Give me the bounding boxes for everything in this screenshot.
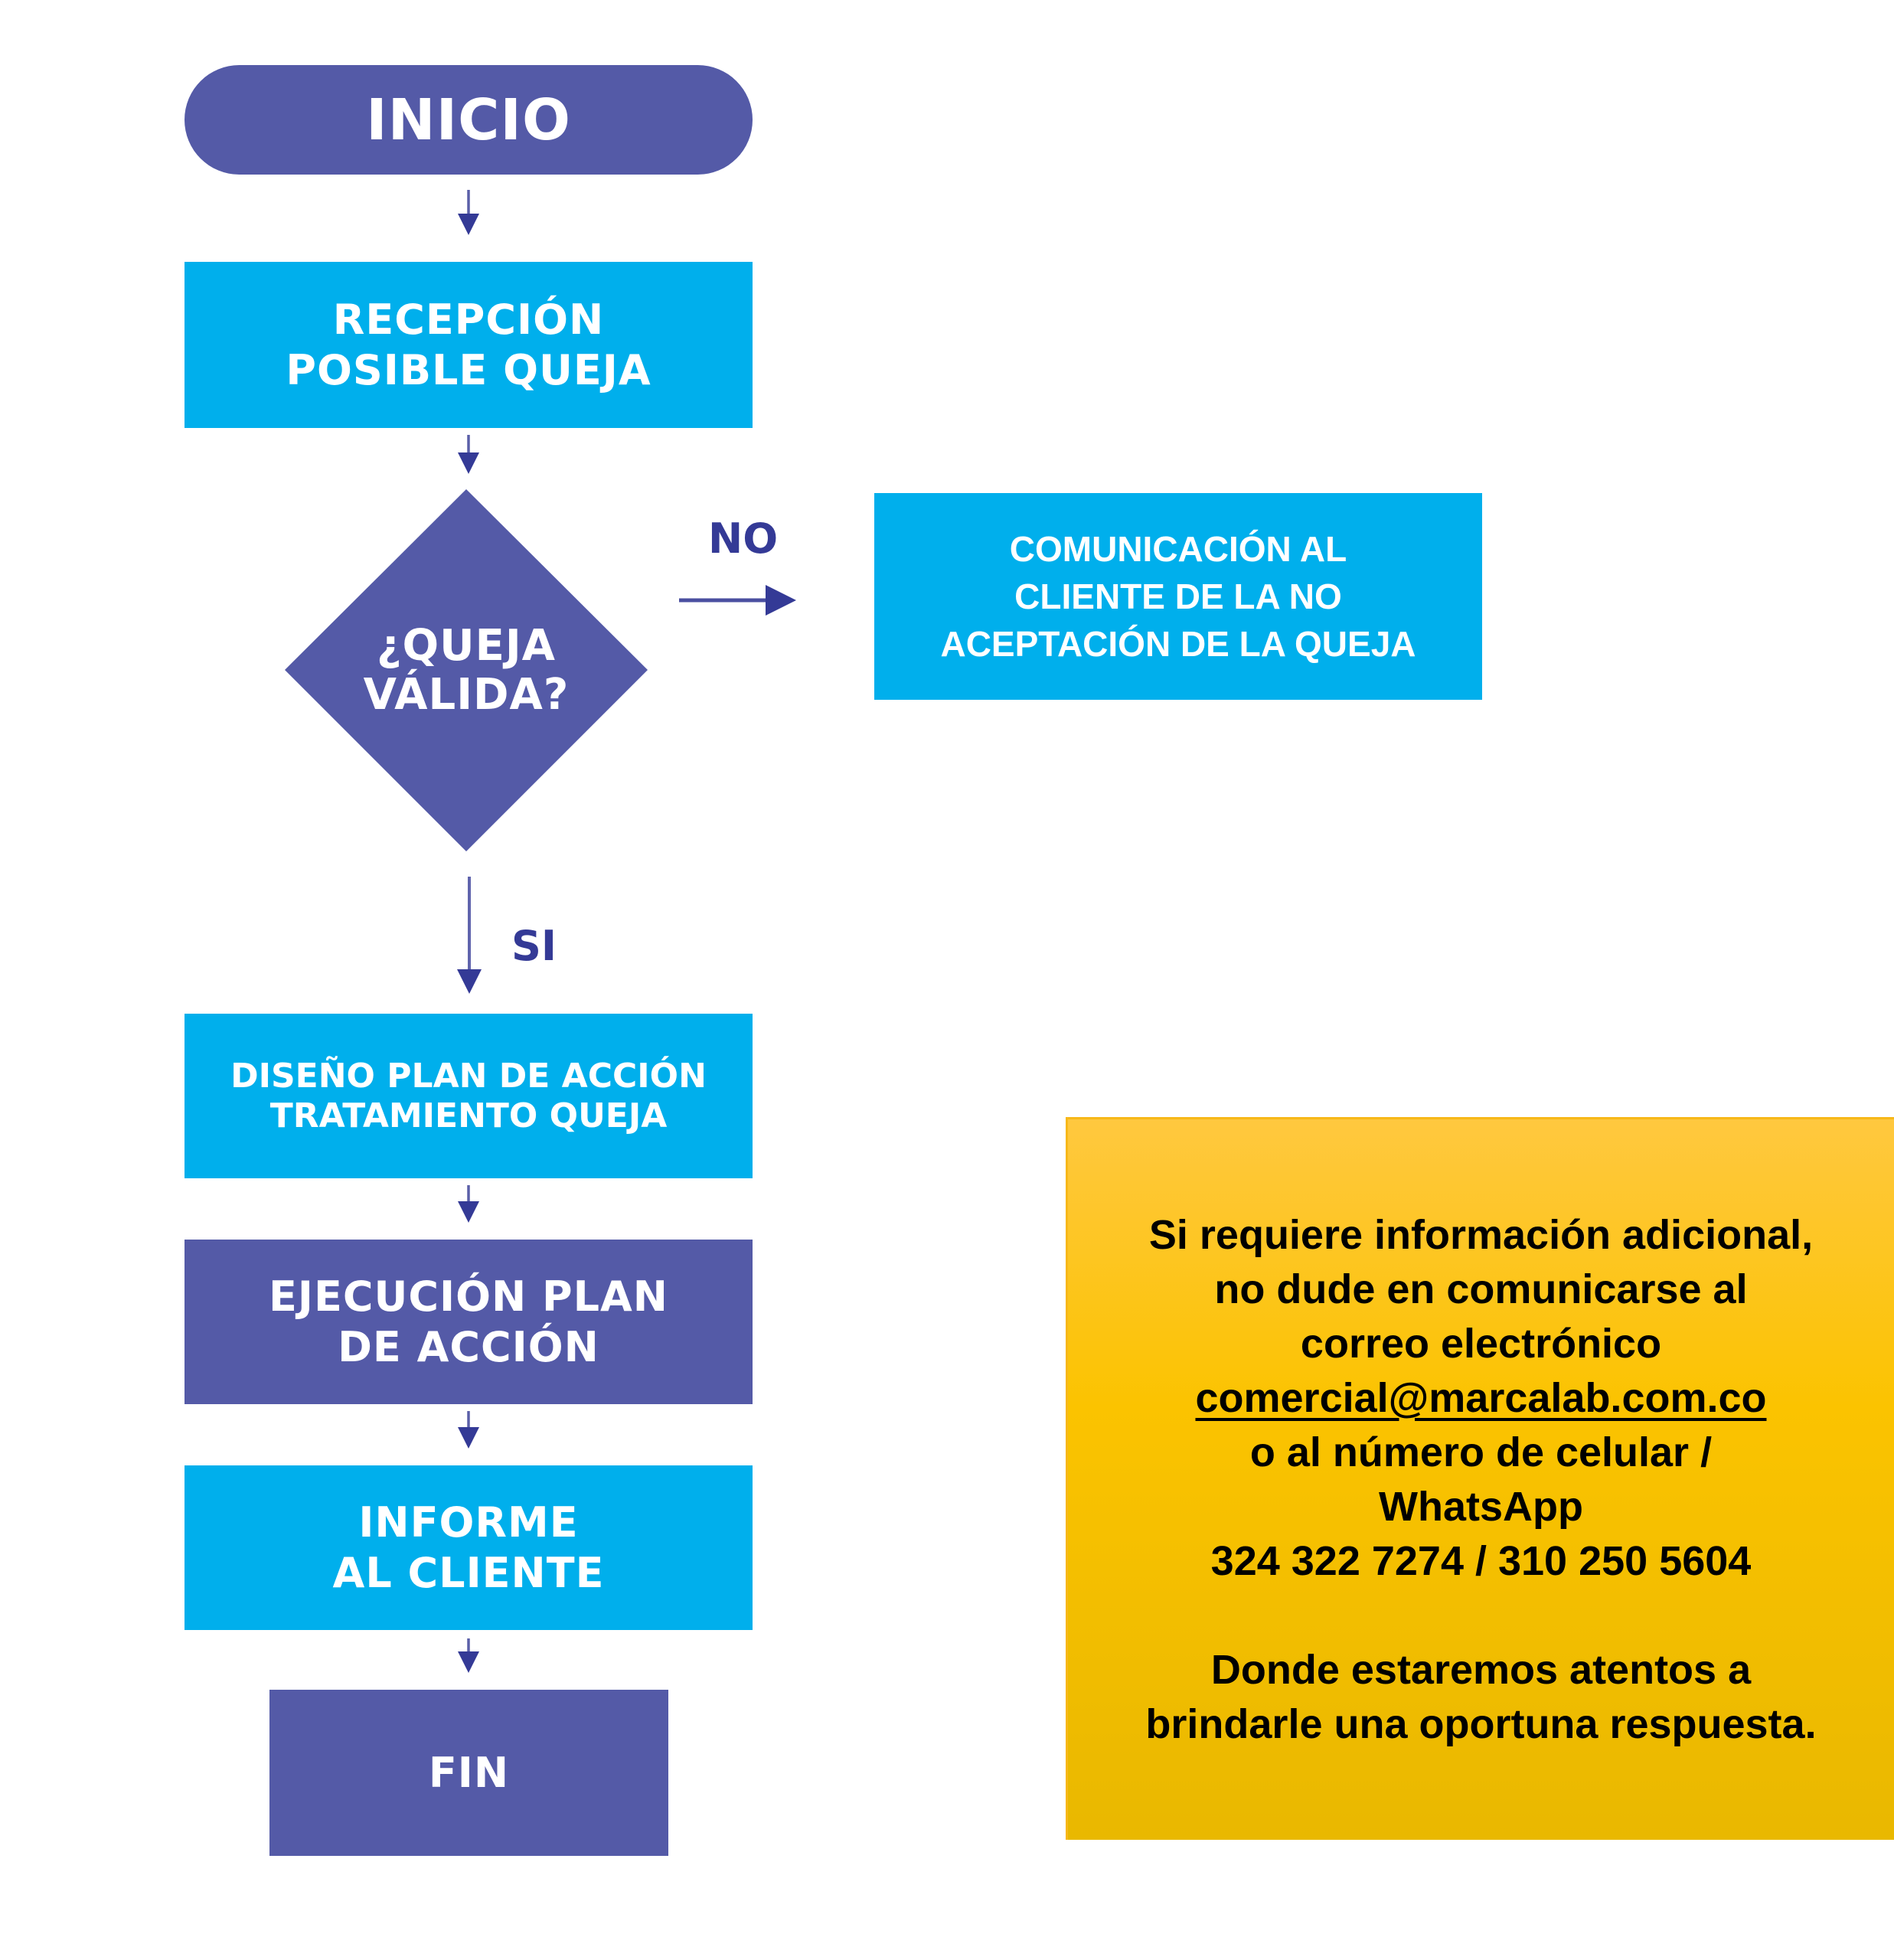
start-node: INICIO bbox=[185, 65, 753, 175]
report-label: INFORME AL CLIENTE bbox=[332, 1498, 605, 1597]
email-link[interactable]: comercial@marcalab.com.co bbox=[1195, 1374, 1767, 1421]
design-step: DISEÑO PLAN DE ACCIÓN TRATAMIENTO QUEJA bbox=[185, 1014, 753, 1178]
end-label: FIN bbox=[428, 1748, 510, 1797]
decision-diamond bbox=[285, 489, 648, 851]
decision-label: ¿QUEJA VÁLIDA? bbox=[363, 620, 570, 720]
info-line: WhatsApp bbox=[1379, 1483, 1583, 1530]
info-line: Si requiere información adicional, bbox=[1148, 1211, 1814, 1258]
info-line: correo electrónico bbox=[1300, 1320, 1662, 1367]
reception-label: RECEPCIÓN POSIBLE QUEJA bbox=[286, 295, 651, 394]
phone-numbers: 324 322 7274 / 310 250 5604 bbox=[1210, 1537, 1752, 1584]
reception-step: RECEPCIÓN POSIBLE QUEJA bbox=[185, 262, 753, 428]
info-line: no dude en comunicarse al bbox=[1214, 1266, 1748, 1312]
design-label: DISEÑO PLAN DE ACCIÓN TRATAMIENTO QUEJA bbox=[230, 1056, 707, 1135]
closing-line: brindarle una oportuna respuesta. bbox=[1145, 1700, 1817, 1747]
closing-line: Donde estaremos atentos a bbox=[1210, 1646, 1752, 1693]
end-node: FIN bbox=[269, 1690, 668, 1856]
info-line: o al número de celular / bbox=[1249, 1429, 1713, 1475]
rejection-label: COMUNICACIÓN AL CLIENTE DE LA NO ACEPTAC… bbox=[940, 529, 1416, 664]
start-label: INICIO bbox=[366, 87, 571, 153]
rejection-step: COMUNICACIÓN AL CLIENTE DE LA NO ACEPTAC… bbox=[874, 493, 1482, 700]
execution-step: EJECUCIÓN PLAN DE ACCIÓN bbox=[185, 1240, 753, 1404]
no-branch-label: NO bbox=[708, 514, 779, 563]
decision-node: ¿QUEJA VÁLIDA? bbox=[285, 489, 648, 851]
contact-info-box: Si requiere información adicional, no du… bbox=[1066, 1117, 1894, 1840]
report-step: INFORME AL CLIENTE bbox=[185, 1465, 753, 1630]
yes-branch-label: SI bbox=[511, 922, 557, 970]
execution-label: EJECUCIÓN PLAN DE ACCIÓN bbox=[269, 1272, 668, 1371]
